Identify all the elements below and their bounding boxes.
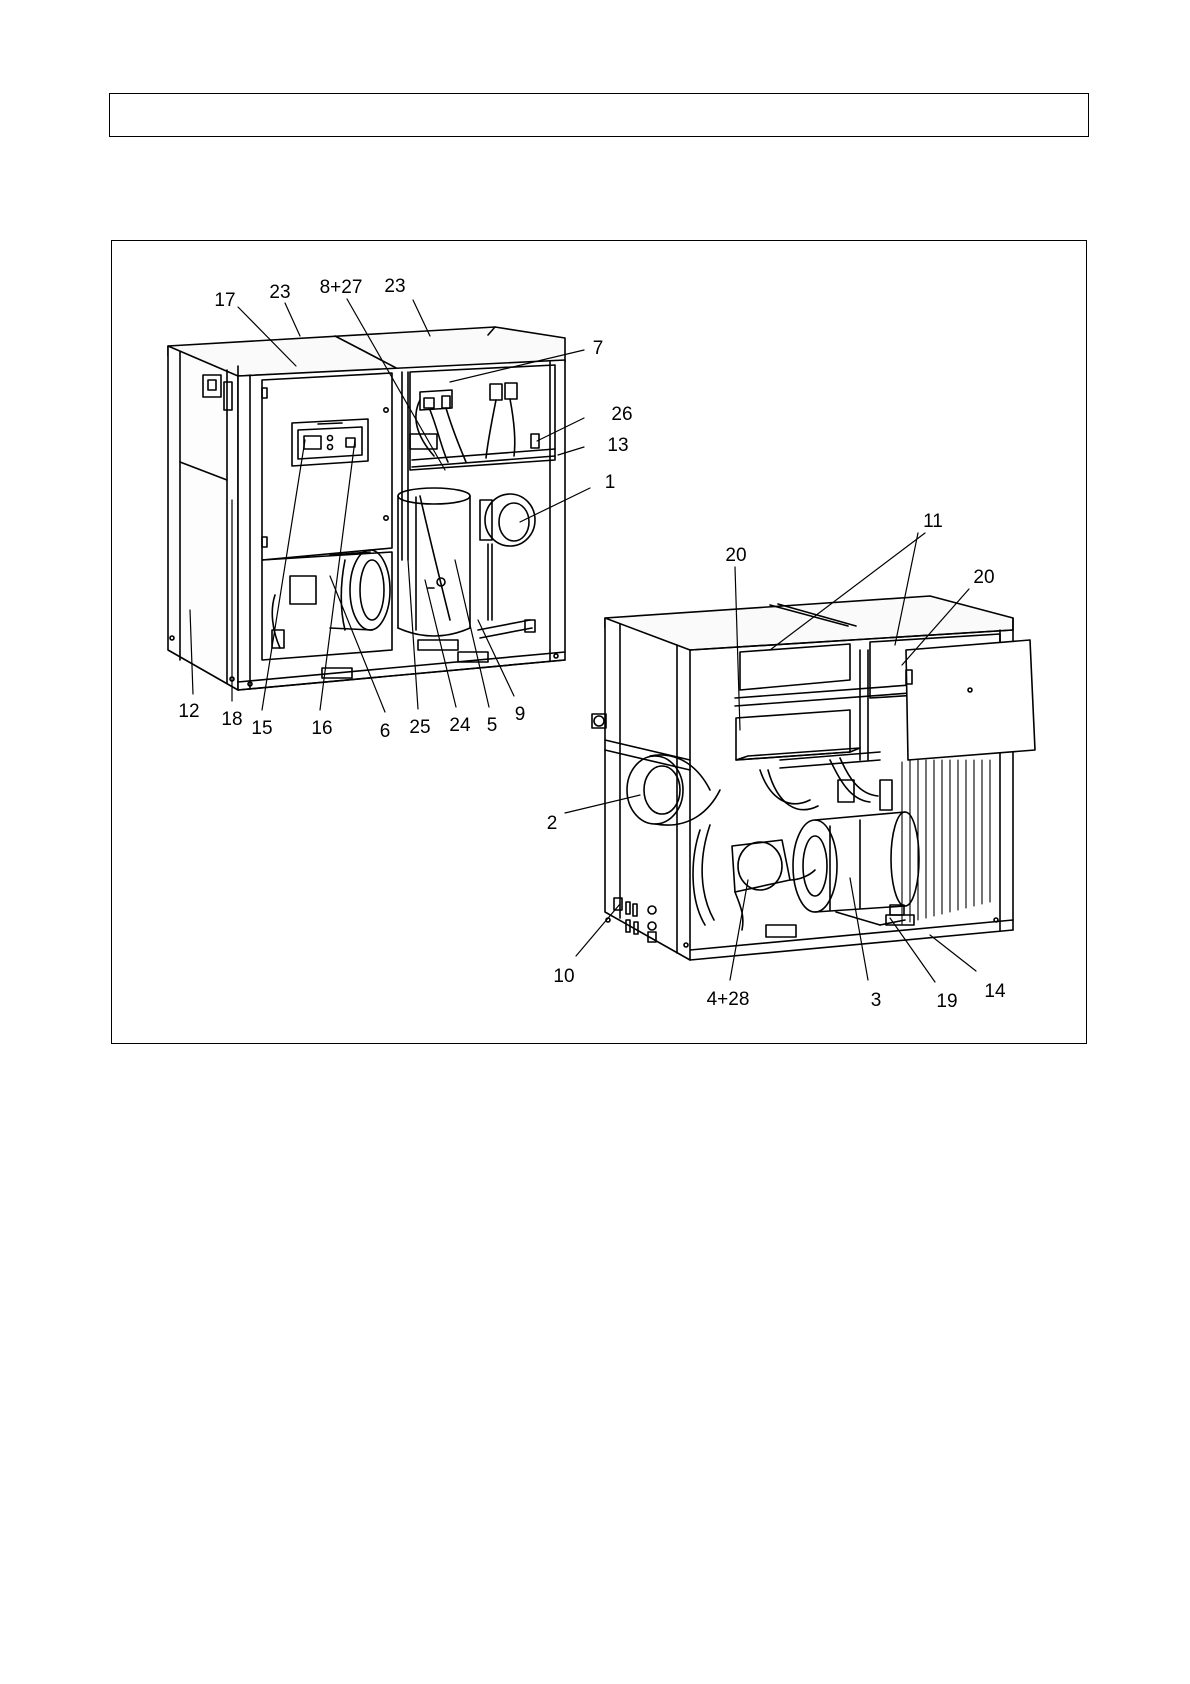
callout-20-right: 20 (973, 567, 994, 588)
callout-19: 19 (936, 991, 957, 1012)
callout-1: 1 (605, 472, 616, 493)
callout-3: 3 (871, 990, 882, 1011)
callout-11: 11 (923, 511, 943, 532)
callout-4-28: 4+28 (707, 989, 750, 1010)
callout-14: 14 (984, 981, 1006, 1002)
callout-8-27: 8+27 (320, 277, 363, 298)
left-unit-drawing (168, 327, 565, 690)
callout-7: 7 (593, 338, 604, 359)
callout-18: 18 (221, 709, 242, 730)
callout-5: 5 (487, 715, 498, 736)
callout-23-left: 23 (269, 282, 290, 303)
callout-20-left: 20 (725, 545, 746, 566)
callout-2: 2 (547, 813, 558, 834)
right-unit-drawing (592, 596, 1035, 960)
callout-6: 6 (380, 721, 391, 742)
callout-12: 12 (178, 701, 199, 722)
callout-10: 10 (553, 966, 574, 987)
callout-9: 9 (515, 704, 526, 725)
callout-17: 17 (214, 290, 235, 311)
callout-13: 13 (607, 435, 628, 456)
callout-26: 26 (611, 404, 632, 425)
callout-24: 24 (449, 715, 471, 736)
callout-16: 16 (311, 718, 332, 739)
callout-23-right: 23 (384, 276, 405, 297)
callout-25: 25 (409, 717, 430, 738)
callout-15: 15 (251, 718, 272, 739)
